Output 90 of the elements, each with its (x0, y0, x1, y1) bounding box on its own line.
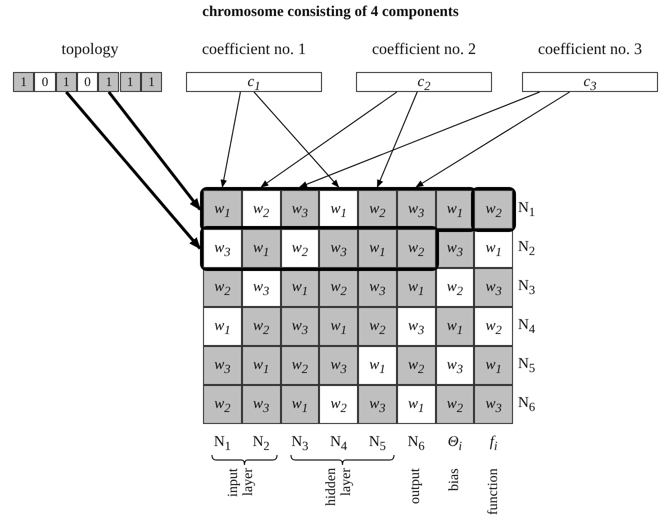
arrow (65, 91, 202, 250)
weight-cell: w$_{3}$ (474, 268, 513, 307)
arrow (254, 92, 340, 188)
column-label: f$_{i}$ (488, 434, 498, 454)
arrow (376, 92, 418, 188)
bit-cell: 1 (98, 72, 120, 92)
column-heading: coefficient no. 2 (370, 40, 478, 60)
weight-cell: w$_{2}$ (203, 385, 242, 424)
weight-cell: w$_{1}$ (436, 190, 474, 229)
row-outline (200, 226, 438, 271)
weight-cell: w$_{2}$ (280, 229, 320, 268)
row-label: N$_{2}$ (518, 239, 536, 259)
weight-cell: w$_{2}$ (358, 190, 397, 229)
weight-cell: w$_{3}$ (203, 346, 242, 385)
weight-cell: w$_{1}$ (396, 385, 436, 424)
weight-cell: w$_{2}$ (396, 229, 436, 268)
weight-cell: w$_{2}$ (319, 385, 358, 424)
column-label: Θ$_{i}$ (446, 434, 464, 454)
row-label: N$_{1}$ (518, 200, 536, 220)
weight-cell: w$_{1}$ (242, 229, 280, 268)
bit-cell: 0 (76, 72, 98, 92)
weight-cell: w$_{1}$ (319, 190, 358, 229)
weight-cell: w$_{3}$ (358, 268, 397, 307)
weight-cell: w$_{2}$ (436, 268, 474, 307)
weight-cell: w$_{1}$ (436, 307, 474, 346)
bit-cell: 1 (140, 72, 162, 92)
row-label: N$_{4}$ (518, 317, 536, 337)
weight-cell: w$_{2}$ (358, 307, 397, 346)
weight-cell: w$_{3}$ (436, 346, 474, 385)
weight-cell: w$_{3}$ (280, 190, 320, 229)
weight-cell: w$_{1}$ (242, 346, 280, 385)
coefficient-field: c$_{1}$ (186, 72, 322, 92)
weight-cell: w$_{1}$ (203, 190, 242, 229)
weight-cell: w$_{2}$ (436, 385, 474, 424)
column-label: N$_{4}$ (329, 434, 348, 454)
weight-cell: w$_{1}$ (358, 346, 397, 385)
weight-cell: w$_{1}$ (474, 346, 513, 385)
axis-caption: output (408, 468, 423, 506)
weight-cell: w$_{2}$ (474, 307, 513, 346)
arrow (415, 92, 570, 188)
column-heading: topology (60, 40, 120, 60)
row-label: N$_{5}$ (518, 356, 536, 376)
row-label: N$_{6}$ (518, 395, 536, 415)
weight-cell: w$_{2}$ (474, 190, 513, 229)
weight-cell: w$_{3}$ (474, 385, 513, 424)
weight-cell: w$_{2}$ (242, 190, 280, 229)
row-label: N$_{3}$ (518, 278, 536, 298)
axis-caption: hidden layer (324, 468, 354, 508)
axis-caption: function (486, 468, 501, 517)
column-heading: coefficient no. 3 (536, 40, 644, 60)
coefficient-field: c$_{3}$ (522, 72, 658, 92)
arrow (108, 91, 202, 210)
bit-cell: 1 (120, 72, 141, 92)
axis-caption: input layer (226, 468, 256, 499)
weight-cell: w$_{3}$ (396, 190, 436, 229)
weight-cell: w$_{2}$ (280, 346, 320, 385)
weight-cell: w$_{2}$ (319, 268, 358, 307)
weight-cell: w$_{1}$ (474, 229, 513, 268)
column-label: N$_{6}$ (406, 434, 426, 454)
column-label: N$_{1}$ (212, 434, 232, 454)
weight-cell: w$_{3}$ (358, 385, 397, 424)
axis-caption: bias (447, 468, 462, 493)
weight-cell: w$_{1}$ (203, 307, 242, 346)
arrow (220, 92, 241, 188)
weight-cell: w$_{1}$ (280, 268, 320, 307)
arrow (260, 92, 398, 188)
weight-cell: w$_{3}$ (396, 307, 436, 346)
bit-cell: 0 (34, 72, 56, 92)
column-label: N$_{5}$ (368, 434, 387, 454)
column-label: N$_{2}$ (252, 434, 271, 454)
weight-cell: w$_{3}$ (203, 229, 242, 268)
weight-cell: w$_{3}$ (319, 346, 358, 385)
weight-cell: w$_{3}$ (242, 268, 280, 307)
weight-cell: w$_{2}$ (242, 307, 280, 346)
arrow (299, 92, 540, 188)
weight-cell: w$_{1}$ (319, 307, 358, 346)
column-heading: coefficient no. 1 (200, 40, 308, 60)
weight-cell: w$_{1}$ (280, 385, 320, 424)
weight-cell: w$_{2}$ (203, 268, 242, 307)
column-label: N$_{3}$ (290, 434, 310, 454)
weight-cell: w$_{1}$ (396, 268, 436, 307)
diagram-title: chromosome consisting of 4 components (201, 4, 460, 21)
bit-cell: 1 (56, 72, 77, 92)
weight-cell: w$_{2}$ (396, 346, 436, 385)
bit-cell: 1 (13, 72, 34, 92)
coefficient-field: c$_{2}$ (356, 72, 492, 92)
weight-cell: w$_{3}$ (280, 307, 320, 346)
weight-cell: w$_{3}$ (242, 385, 280, 424)
weight-cell: w$_{1}$ (358, 229, 397, 268)
weight-cell: w$_{3}$ (319, 229, 358, 268)
